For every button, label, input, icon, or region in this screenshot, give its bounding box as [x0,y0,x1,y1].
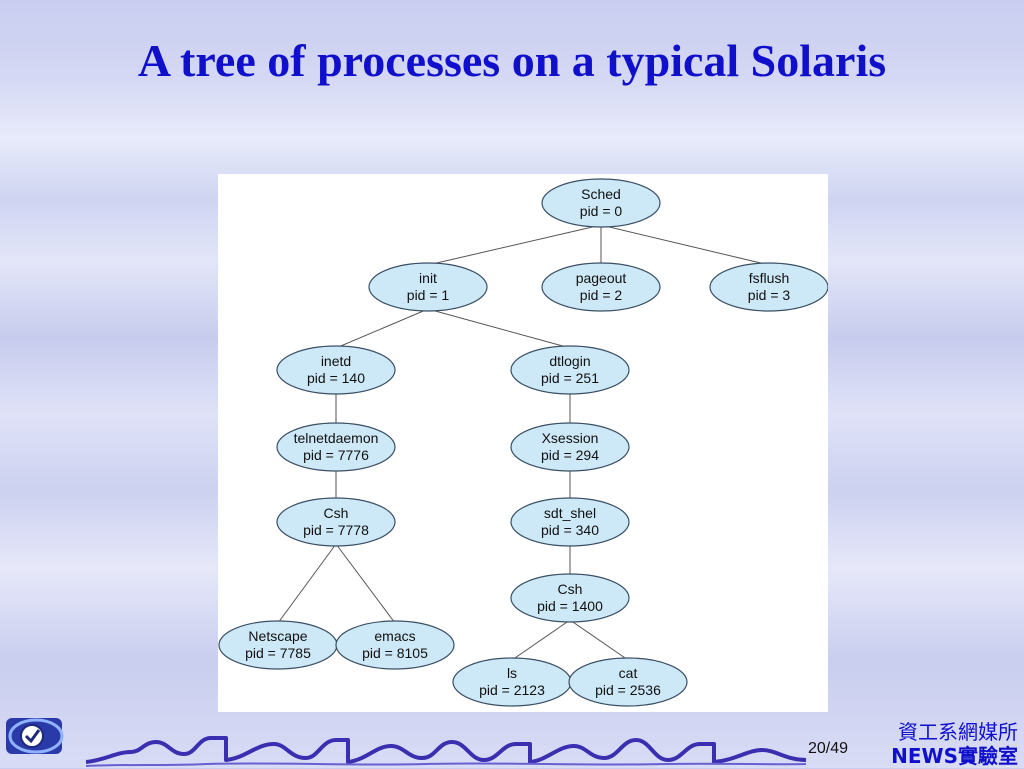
process-pid: pid = 2123 [479,682,545,698]
process-name: telnetdaemon [294,430,379,446]
edge-sched-fsflush [600,224,770,266]
process-pid: pid = 2 [580,287,623,303]
node-ellipse [368,262,488,312]
page-number: 20/49 [808,740,849,757]
process-name: pageout [576,270,627,286]
process-pid: pid = 2536 [595,682,661,698]
node-ellipse [541,178,661,228]
node-ellipse [276,497,396,547]
process-name: Sched [581,186,621,202]
edge-init-dtlogin [427,308,571,349]
process-pid: pid = 7778 [303,522,369,538]
edge-csh2-ls [511,619,571,661]
process-pid: pid = 0 [580,203,623,219]
process-pid: pid = 294 [541,447,599,463]
edge-sched-init [427,224,602,266]
process-name: init [419,270,437,286]
node-ellipse [510,422,630,472]
node-ellipse [276,422,396,472]
process-pid: pid = 1400 [537,598,603,614]
edge-csh2-cat [569,619,629,661]
process-pid: pid = 140 [307,370,365,386]
process-name: inetd [321,353,351,369]
node-ellipse [276,345,396,395]
process-name: fsflush [749,270,789,286]
slide-title: A tree of processes on a typical Solaris [137,35,887,86]
node-ellipse [541,262,661,312]
decorative-wave-band [86,736,806,767]
process-name: dtlogin [549,353,590,369]
process-name: Csh [324,505,349,521]
process-name: Csh [558,581,583,597]
node-ellipse [510,497,630,547]
node-ellipse [709,262,828,312]
process-name: emacs [374,628,415,644]
lab-name: NEWS實驗室 [891,744,1018,768]
process-pid: pid = 8105 [362,645,428,661]
process-name: sdt_shel [544,505,596,521]
edge-init-inetd [335,308,429,349]
process-name: ls [507,665,517,681]
process-pid: pid = 340 [541,522,599,538]
process-name: cat [619,665,638,681]
department-name: 資工系網媒所 [898,720,1018,744]
process-pid: pid = 251 [541,370,599,386]
lab-logo-icon [2,718,82,768]
tree-edges [277,224,770,661]
process-pid: pid = 1 [407,287,450,303]
edge-csh1-emacs [335,543,396,624]
process-name: Xsession [542,430,599,446]
node-ellipse [510,345,630,395]
node-ellipse [335,620,455,670]
node-ellipse [510,573,630,623]
process-pid: pid = 3 [748,287,791,303]
process-pid: pid = 7776 [303,447,369,463]
process-pid: pid = 7785 [245,645,311,661]
edge-csh1-netscape [277,543,337,624]
node-ellipse [568,657,688,707]
process-name: Netscape [248,628,307,644]
